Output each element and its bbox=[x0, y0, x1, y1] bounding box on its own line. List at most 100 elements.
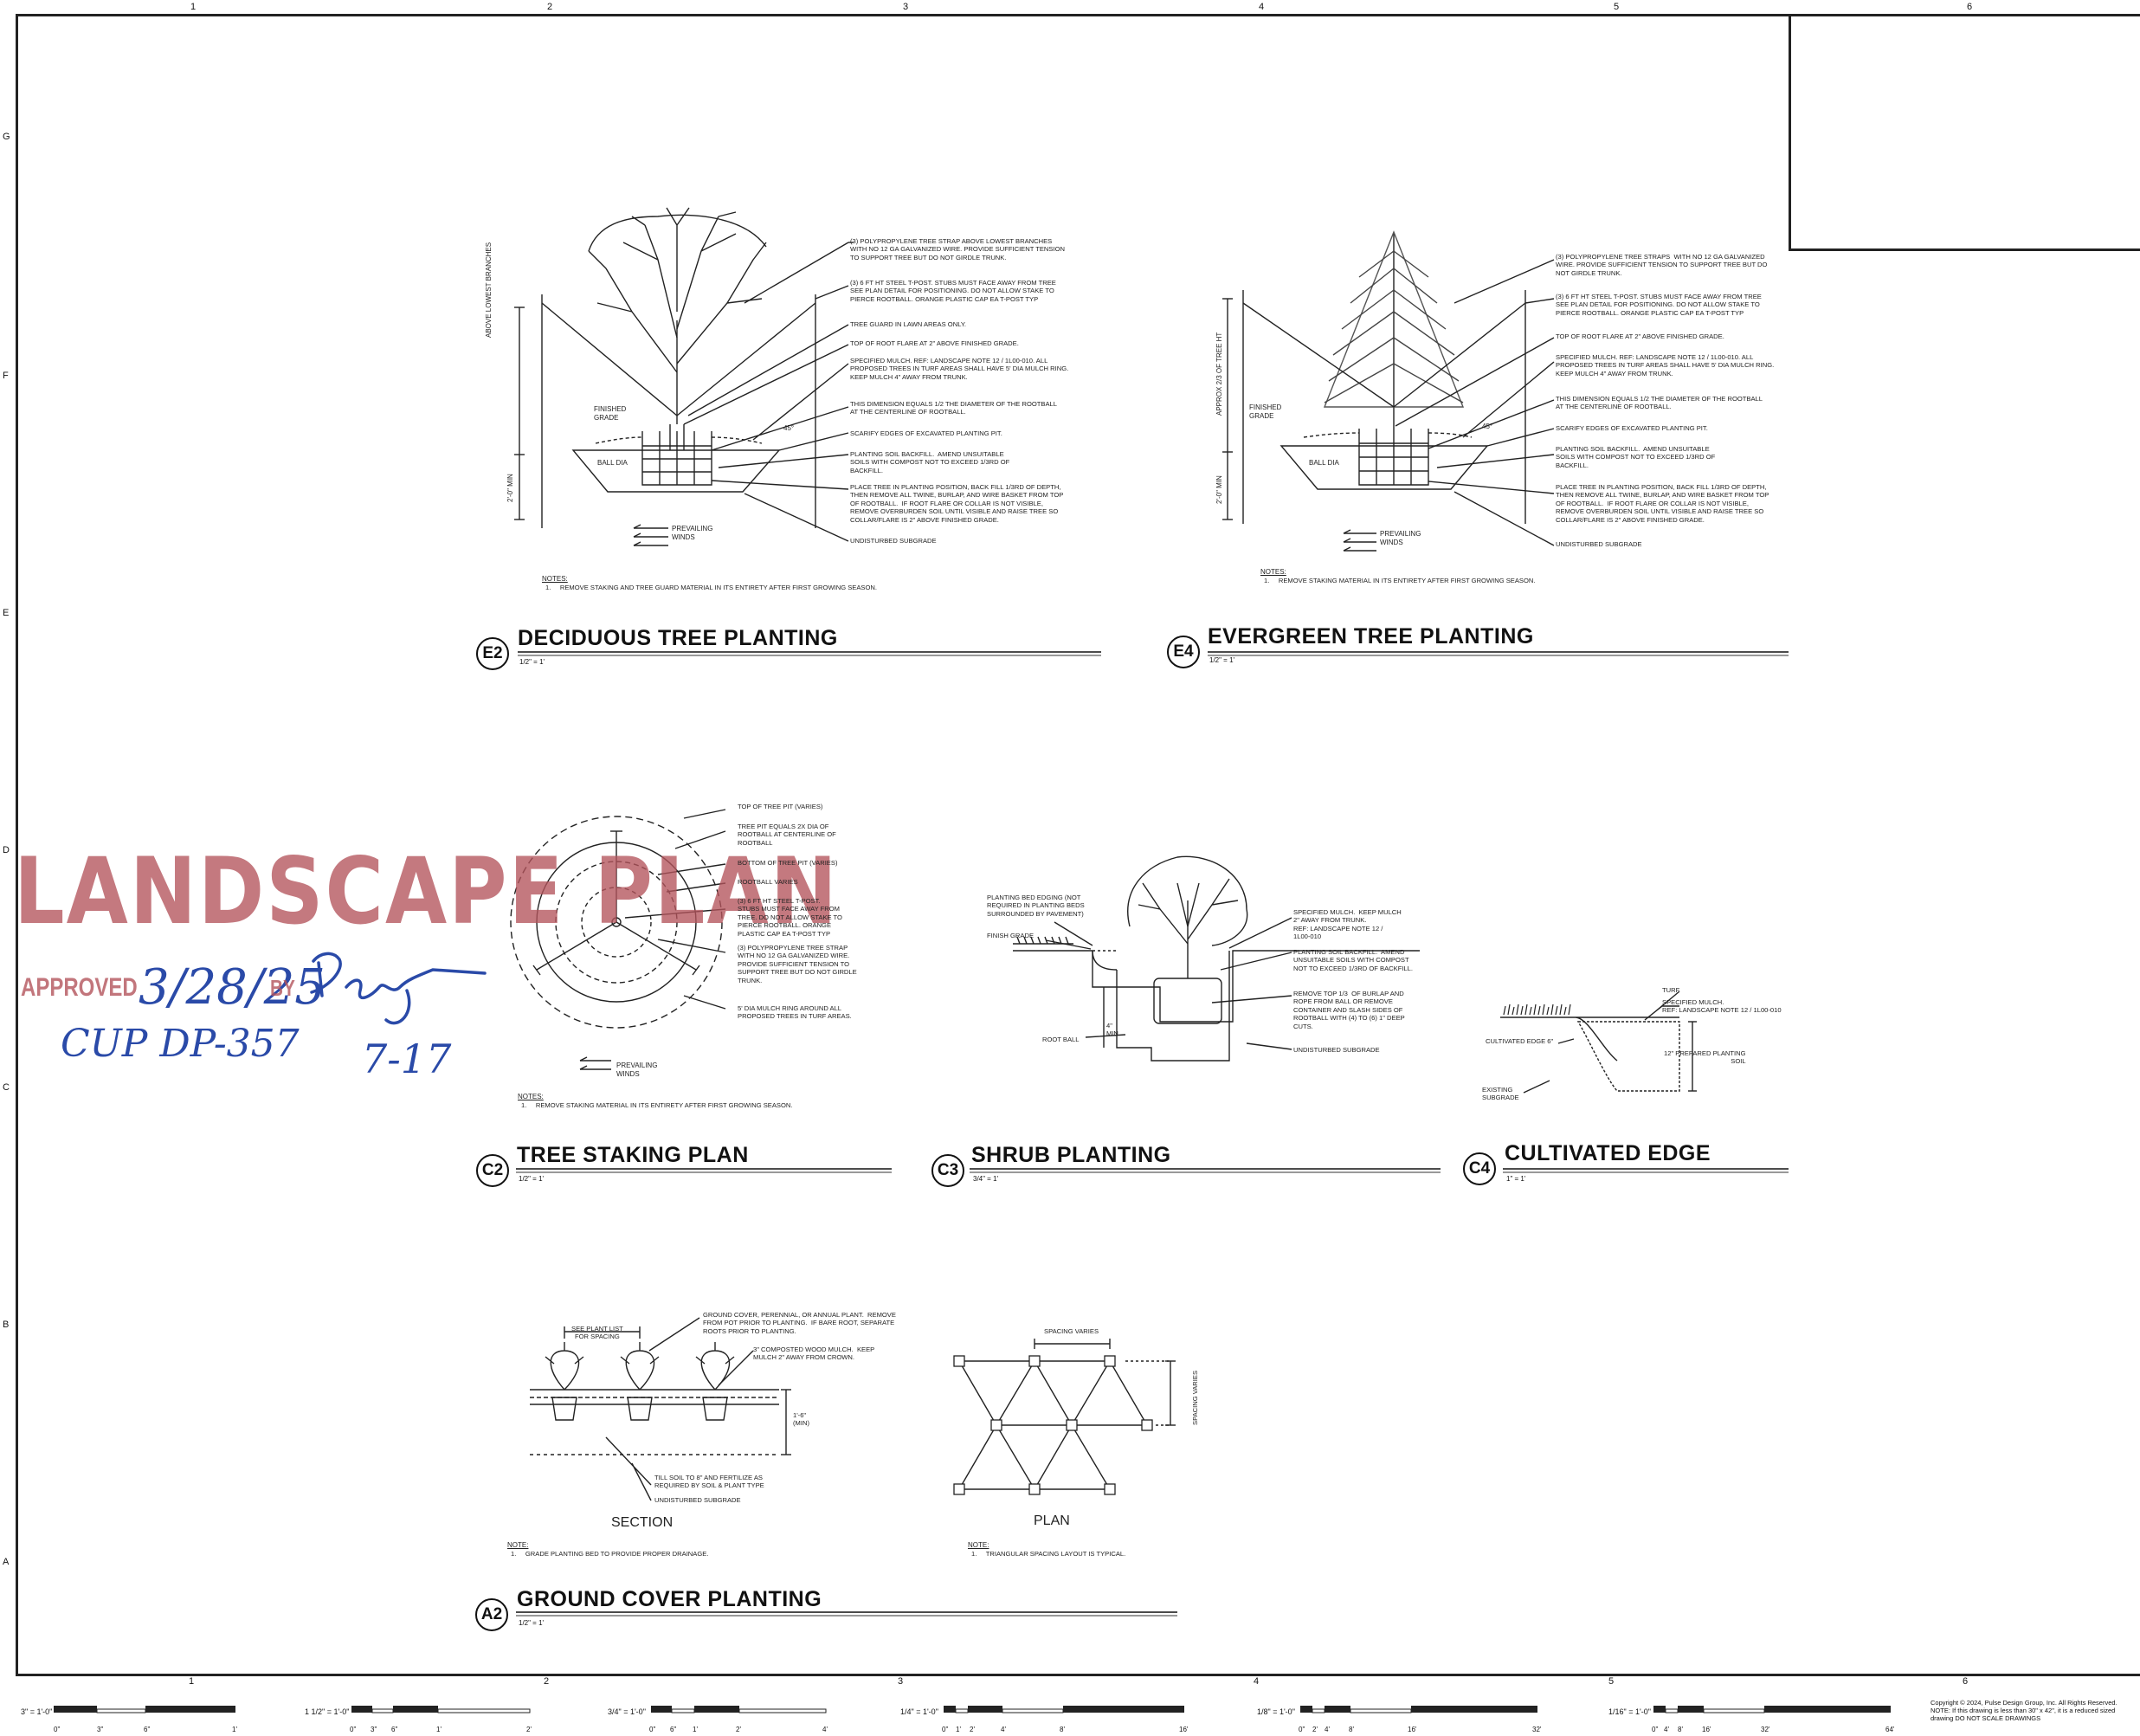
c2-callout-1: TOP OF TREE PIT (VARIES) bbox=[738, 803, 823, 810]
a2-subgrade: UNDISTURBED SUBGRADE bbox=[654, 1496, 741, 1504]
c3-callout-2: PLANTING SOIL BACKFILL. AMEND UNSUITABLE… bbox=[1293, 948, 1413, 972]
c3-root-ball: ROOT BALL bbox=[1042, 1036, 1080, 1043]
grid-col-3-bottom: 3 bbox=[898, 1676, 904, 1687]
e2-callout-2: (3) 6 FT HT STEEL T-POST. STUBS MUST FAC… bbox=[850, 279, 1056, 303]
scale-bar-2-tick: 0" bbox=[350, 1726, 357, 1733]
e2-callout-10: UNDISTURBED SUBGRADE bbox=[850, 537, 937, 545]
c3-edging: PLANTING BED EDGING (NOT REQUIRED IN PLA… bbox=[987, 894, 1085, 918]
scale-bar-3-tick: 6" bbox=[670, 1726, 677, 1733]
scale-bar-3-tick: 1' bbox=[693, 1726, 698, 1733]
scale-bar-4-tick: 8' bbox=[1060, 1726, 1065, 1733]
grid-row-c: C bbox=[3, 1082, 10, 1093]
c3-finish-grade: FINISH GRADE bbox=[987, 932, 1035, 939]
scale-bar-1-seg-b bbox=[96, 1708, 146, 1713]
grid-row-b: B bbox=[3, 1320, 10, 1330]
c4-edge: CULTIVATED EDGE 6" bbox=[1486, 1037, 1554, 1045]
scale-bar-2-tick: 3" bbox=[371, 1726, 377, 1733]
scale-bar-3-label: 3/4" = 1'-0" bbox=[608, 1707, 646, 1716]
grid-col-4-bottom: 4 bbox=[1254, 1676, 1260, 1687]
c4-mulch: SPECIFIED MULCH. REF: LANDSCAPE NOTE 12 … bbox=[1662, 998, 1782, 1015]
scale-bar-5-tick: 16' bbox=[1408, 1726, 1417, 1733]
case-number: CUP DP-357 bbox=[61, 1022, 300, 1066]
e4-angle: 45° bbox=[1482, 423, 1493, 430]
c4-subgrade: EXISTING SUBGRADE bbox=[1482, 1086, 1519, 1102]
a2-ground-cover: GROUND COVER, PERENNIAL, OR ANNUAL PLANT… bbox=[703, 1311, 896, 1335]
scale-bar-5-tick: 4' bbox=[1325, 1726, 1330, 1733]
e2-finished-grade: FINISHED GRADE bbox=[594, 405, 627, 422]
c3-detail-bubble: C3 bbox=[931, 1154, 964, 1187]
e4-ball-dia: BALL DIA bbox=[1309, 459, 1339, 467]
a2-spacing-list: SEE PLANT LIST FOR SPACING bbox=[571, 1325, 623, 1341]
c2-note-1: 1. REMOVE STAKING MATERIAL IN ITS ENTIRE… bbox=[521, 1101, 793, 1109]
a2-plan-note: 1. TRIANGULAR SPACING LAYOUT IS TYPICAL. bbox=[971, 1550, 1126, 1558]
sheet-border bbox=[16, 14, 2140, 1676]
scale-bar-2-tick: 2' bbox=[526, 1726, 532, 1733]
c3-callout-4: UNDISTURBED SUBGRADE bbox=[1293, 1046, 1380, 1054]
scale-bar-1-seg-c bbox=[145, 1706, 235, 1713]
grid-col-4: 4 bbox=[1259, 2, 1265, 12]
e4-finished-grade: FINISHED GRADE bbox=[1249, 403, 1282, 420]
c4-detail-scale: 1" = 1' bbox=[1506, 1175, 1526, 1183]
e4-detail-title: EVERGREEN TREE PLANTING bbox=[1208, 624, 1534, 649]
scale-bar-6-tick: 64' bbox=[1885, 1726, 1895, 1733]
c4-turf: TURF bbox=[1662, 986, 1680, 994]
e2-callout-6: THIS DIMENSION EQUALS 1/2 THE DIAMETER O… bbox=[850, 400, 1057, 416]
grid-col-5: 5 bbox=[1614, 2, 1620, 12]
e2-callout-8: PLANTING SOIL BACKFILL. AMEND UNSUITABLE… bbox=[850, 450, 1010, 474]
landscape-plan-stamp: LANDSCAPE PLAN bbox=[14, 838, 839, 945]
c3-detail-scale: 3/4" = 1' bbox=[973, 1175, 999, 1183]
e4-callout-5: THIS DIMENSION EQUALS 1/2 THE DIAMETER O… bbox=[1556, 395, 1763, 411]
scale-bar-1-tick: 1' bbox=[232, 1726, 237, 1733]
c2-detail-bubble: C2 bbox=[476, 1154, 509, 1187]
scale-bar-2-tick: 1' bbox=[436, 1726, 442, 1733]
scale-bar-5-tick: 0" bbox=[1299, 1726, 1305, 1733]
e4-callout-1: (3) POLYPROPYLENE TREE STRAPS WITH NO 12… bbox=[1556, 253, 1768, 277]
a2-section-label: SECTION bbox=[611, 1515, 674, 1530]
e2-detail-title: DECIDUOUS TREE PLANTING bbox=[518, 626, 838, 650]
scale-bar-1-seg-a bbox=[54, 1706, 97, 1713]
case-reference: 7-17 bbox=[362, 1036, 452, 1082]
c3-callout-1: SPECIFIED MULCH. KEEP MULCH 2" AWAY FROM… bbox=[1293, 908, 1402, 941]
e2-note-1: 1. REMOVE STAKING AND TREE GUARD MATERIA… bbox=[545, 584, 877, 591]
grid-col-2: 2 bbox=[547, 2, 553, 12]
scale-bar-5-tick: 2' bbox=[1312, 1726, 1318, 1733]
c2-callout-2: TREE PIT EQUALS 2X DIA OF ROOTBALL AT CE… bbox=[738, 823, 836, 847]
scale-bar-6-tick: 8' bbox=[1678, 1726, 1683, 1733]
e2-callout-3: TREE GUARD IN LAWN AREAS ONLY. bbox=[850, 320, 967, 328]
scale-bar-6-label: 1/16" = 1'-0" bbox=[1608, 1707, 1651, 1716]
scale-bar-6-tick: 4' bbox=[1664, 1726, 1669, 1733]
ground-cover-section-drawing bbox=[530, 1317, 791, 1501]
grid-col-3: 3 bbox=[903, 2, 909, 12]
e2-callout-7: SCARIFY EDGES OF EXCAVATED PLANTING PIT. bbox=[850, 429, 1002, 437]
e2-callout-5: SPECIFIED MULCH. REF: LANDSCAPE NOTE 12 … bbox=[850, 357, 1069, 381]
c2-callout-4: ROOTBALL VARIES bbox=[738, 878, 798, 886]
e4-callout-9: UNDISTURBED SUBGRADE bbox=[1556, 540, 1642, 548]
e2-notes-label: NOTES: bbox=[542, 575, 568, 583]
grid-row-f: F bbox=[3, 371, 9, 381]
e2-angle: 45° bbox=[783, 424, 795, 432]
grid-row-d: D bbox=[3, 845, 10, 855]
a2-spacing-varies-top: SPACING VARIES bbox=[1044, 1327, 1099, 1335]
a2-plan-note-label: NOTE: bbox=[968, 1541, 989, 1549]
a2-section-note-label: NOTE: bbox=[507, 1541, 529, 1549]
e4-notes-label: NOTES: bbox=[1260, 568, 1286, 576]
e2-ball-dia: BALL DIA bbox=[597, 459, 628, 467]
grid-col-5-bottom: 5 bbox=[1608, 1676, 1615, 1687]
e2-callout-1: (3) POLYPROPYLENE TREE STRAP ABOVE LOWES… bbox=[850, 237, 1065, 261]
e4-callout-6: SCARIFY EDGES OF EXCAVATED PLANTING PIT. bbox=[1556, 424, 1708, 432]
grid-col-6: 6 bbox=[1967, 2, 1973, 12]
c4-detail-bubble: C4 bbox=[1463, 1152, 1496, 1185]
scale-bar-5-tick: 32' bbox=[1532, 1726, 1542, 1733]
deciduous-tree-drawing bbox=[514, 207, 854, 546]
scale-bar-6-tick: 16' bbox=[1702, 1726, 1711, 1733]
scale-bar-4-tick: 0" bbox=[942, 1726, 949, 1733]
e2-prevailing-winds: PREVAILING WINDS bbox=[672, 525, 713, 541]
evergreen-tree-drawing bbox=[1222, 230, 1555, 552]
scale-bar-1-tick: 3" bbox=[97, 1726, 104, 1733]
c4-soil: 12" PREPARED PLANTING SOIL bbox=[1664, 1049, 1746, 1066]
scale-bar-5-label: 1/8" = 1'-0" bbox=[1257, 1707, 1295, 1716]
e4-callout-8: PLACE TREE IN PLANTING POSITION, BACK FI… bbox=[1556, 483, 1769, 524]
